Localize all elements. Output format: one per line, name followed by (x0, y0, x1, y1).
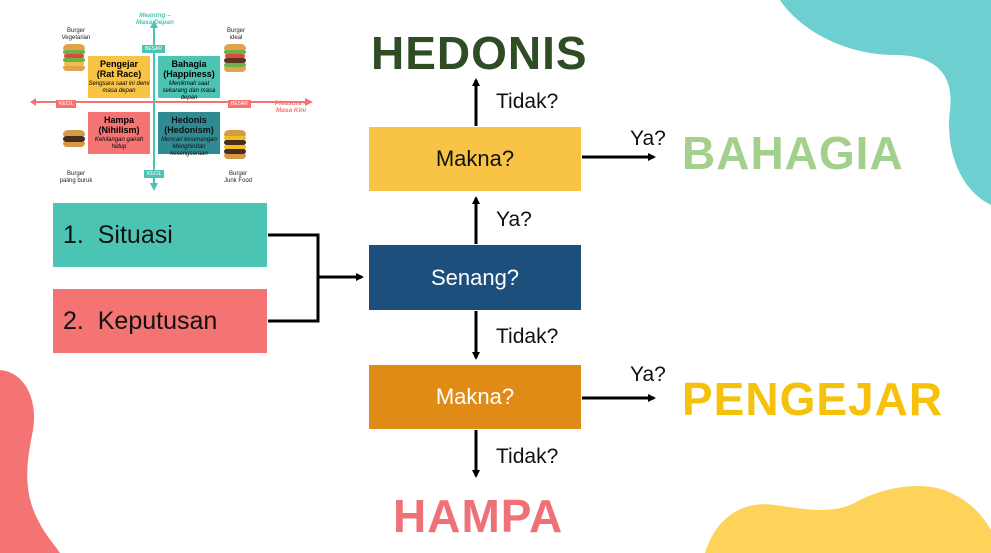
label-ya-middle: Ya? (496, 208, 532, 231)
pink-blob (0, 370, 60, 553)
label-tidak-middle: Tidak? (496, 325, 559, 348)
quadrant-bahagia-desc: Menikmati saat sekarang dan masa depan (162, 81, 216, 101)
outcome-bahagia: BAHAGIA (682, 127, 904, 179)
makna-top-box: Makna? (369, 127, 581, 191)
axis-meaning-label: Meaning – Masa Depan (136, 12, 174, 26)
axis-pleasure-label: Pleasure – Masa Kini (274, 100, 308, 114)
burger-bl-label: Burger paling buruk (59, 171, 93, 184)
senang-box: Senang? (369, 245, 581, 310)
quadrant-bahagia-title: Bahagia (Happiness) (163, 59, 215, 79)
yellow-blob (705, 485, 991, 553)
quadrant-hedonis-title: Hedonis (Hedonism) (164, 115, 214, 135)
quadrant-hedonis-desc: Mencari kesenangan Menghindari kesengsar… (161, 137, 217, 157)
burger-br-label: Burger Junk Food (223, 171, 253, 184)
situasi-box: 1. Situasi (53, 203, 267, 267)
burger-tl-label: Burger Vegetarian (61, 28, 91, 41)
quadrant-axes (30, 20, 313, 191)
label-ya-bahagia: Ya? (630, 127, 666, 150)
tag-kecil-bottom: KECIL (144, 170, 165, 178)
tag-besar-top: BESAR (142, 45, 165, 53)
quadrant-pengejar-title: Pengejar (Rat Race) (96, 59, 142, 79)
tag-besar-right: BESAR (228, 100, 251, 108)
outcome-pengejar: PENGEJAR (682, 373, 944, 425)
tag-kecil-left: KECIL (56, 100, 77, 108)
quadrant-hampa: Hampa (Nihilism) Kehilangan gairah hidup (88, 112, 150, 154)
teal-blob (780, 0, 991, 205)
label-tidak-top: Tidak? (496, 90, 559, 113)
outcome-hampa: HAMPA (393, 490, 564, 542)
burger-junk-food-icon (224, 130, 246, 159)
burger-paling-buruk-icon (63, 130, 85, 147)
label-tidak-bottom: Tidak? (496, 445, 559, 468)
quadrant-hampa-desc: Kehilangan gairah hidup (94, 137, 144, 150)
connector-situasi (268, 233, 320, 277)
quadrant-hampa-title: Hampa (Nihilism) (98, 115, 140, 135)
burger-ideal-icon (224, 44, 246, 72)
quadrant-pengejar-desc: Sengsara saat ini demi masa depan (88, 81, 150, 94)
burger-tr-label: Burger ideal (226, 28, 245, 41)
keputusan-box: 2. Keputusan (53, 289, 267, 353)
quadrant-bahagia: Bahagia (Happiness) Menikmati saat sekar… (158, 56, 220, 101)
quadrant-pengejar: Pengejar (Rat Race) Sengsara saat ini de… (88, 56, 150, 98)
burger-vegetarian-icon (63, 44, 85, 71)
outcome-hedonis: HEDONIS (371, 27, 588, 79)
quadrant-hedonis: Hedonis (Hedonism) Mencari kesenangan Me… (158, 112, 220, 157)
makna-bottom-box: Makna? (369, 365, 581, 429)
quadrant-thumbnail: Meaning – Masa Depan Pleasure – Masa Kin… (30, 8, 320, 193)
label-ya-pengejar: Ya? (630, 363, 666, 386)
connector-keputusan (268, 277, 320, 323)
